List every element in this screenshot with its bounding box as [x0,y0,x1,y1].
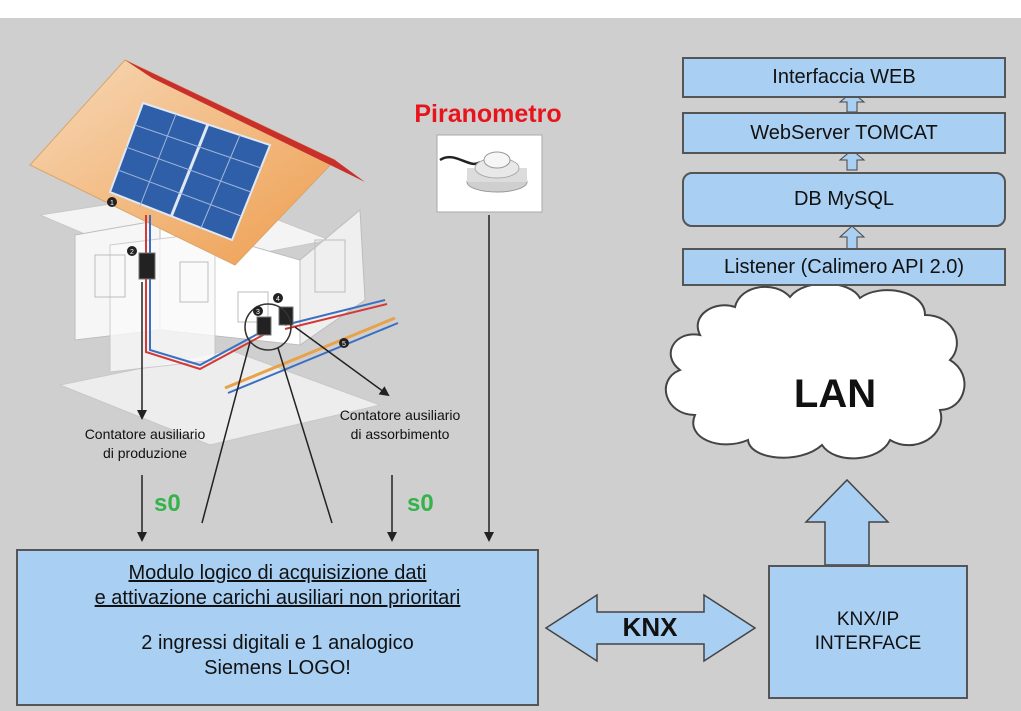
house-marker-2: 2 [127,246,137,256]
interface-line2: INTERFACE [814,633,922,654]
tomcat-label: WebServer TOMCAT [750,121,938,144]
house-marker-1: 1 [107,197,117,207]
svg-text:2: 2 [130,249,134,256]
knx-bus-arrow [544,593,757,663]
listener-label: Listener (Calimero API 2.0) [723,255,965,278]
logic-module-box: Modulo logico di acquisizione dati e att… [16,549,539,706]
detail-line-right [277,347,333,524]
lan-cloud [664,282,966,460]
mysql-label: DB MySQL [793,188,895,210]
module-inputs-line: 2 ingressi digitali e 1 analogico [141,632,414,654]
knx-ip-interface-box: KNX/IP INTERFACE [768,565,968,699]
svg-text:3: 3 [256,309,260,316]
house-marker-4: 4 [273,293,283,303]
production-meter-line2: di produzione [102,445,188,461]
lan-label: LAN [793,372,877,416]
house-illustration [29,59,399,446]
pyranometer-label: Piranometro [414,100,562,128]
web-interface-label: Interfaccia WEB [772,66,916,88]
web-interface-box: Interfaccia WEB [682,57,1006,98]
signal-s0-left: s0 [154,490,181,517]
absorption-meter-arrow [294,326,390,397]
svg-text:1: 1 [110,200,114,207]
svg-text:4: 4 [276,296,280,303]
svg-text:5: 5 [342,341,346,348]
module-title-line2: e attivazione carichi ausiliari non prio… [94,587,461,609]
detail-line-left [201,341,251,524]
house-marker-5: 5 [339,338,349,348]
mysql-box: DB MySQL [682,172,1006,227]
production-meter-label: Contatore ausiliario di produzione [55,425,235,463]
module-title-line1: Modulo logico di acquisizione dati [128,562,427,584]
tomcat-box: WebServer TOMCAT [682,112,1006,154]
stack-arrow-3 [838,225,866,250]
pyranometer-image [436,134,543,213]
production-meter-line1: Contatore ausiliario [84,426,206,442]
interface-line1: KNX/IP [836,609,900,630]
signal-s0-right: s0 [407,490,434,517]
house-marker-3: 3 [253,306,263,316]
listener-box: Listener (Calimero API 2.0) [682,248,1006,286]
absorption-meter-label: Contatore ausiliario di assorbimento [315,406,485,444]
absorption-meter-line2: di assorbimento [350,426,450,442]
absorption-meter-line1: Contatore ausiliario [339,407,461,423]
knx-bus-label: KNX [622,612,678,642]
module-device-line: Siemens LOGO! [204,657,351,679]
interface-to-lan-arrow [804,478,890,566]
